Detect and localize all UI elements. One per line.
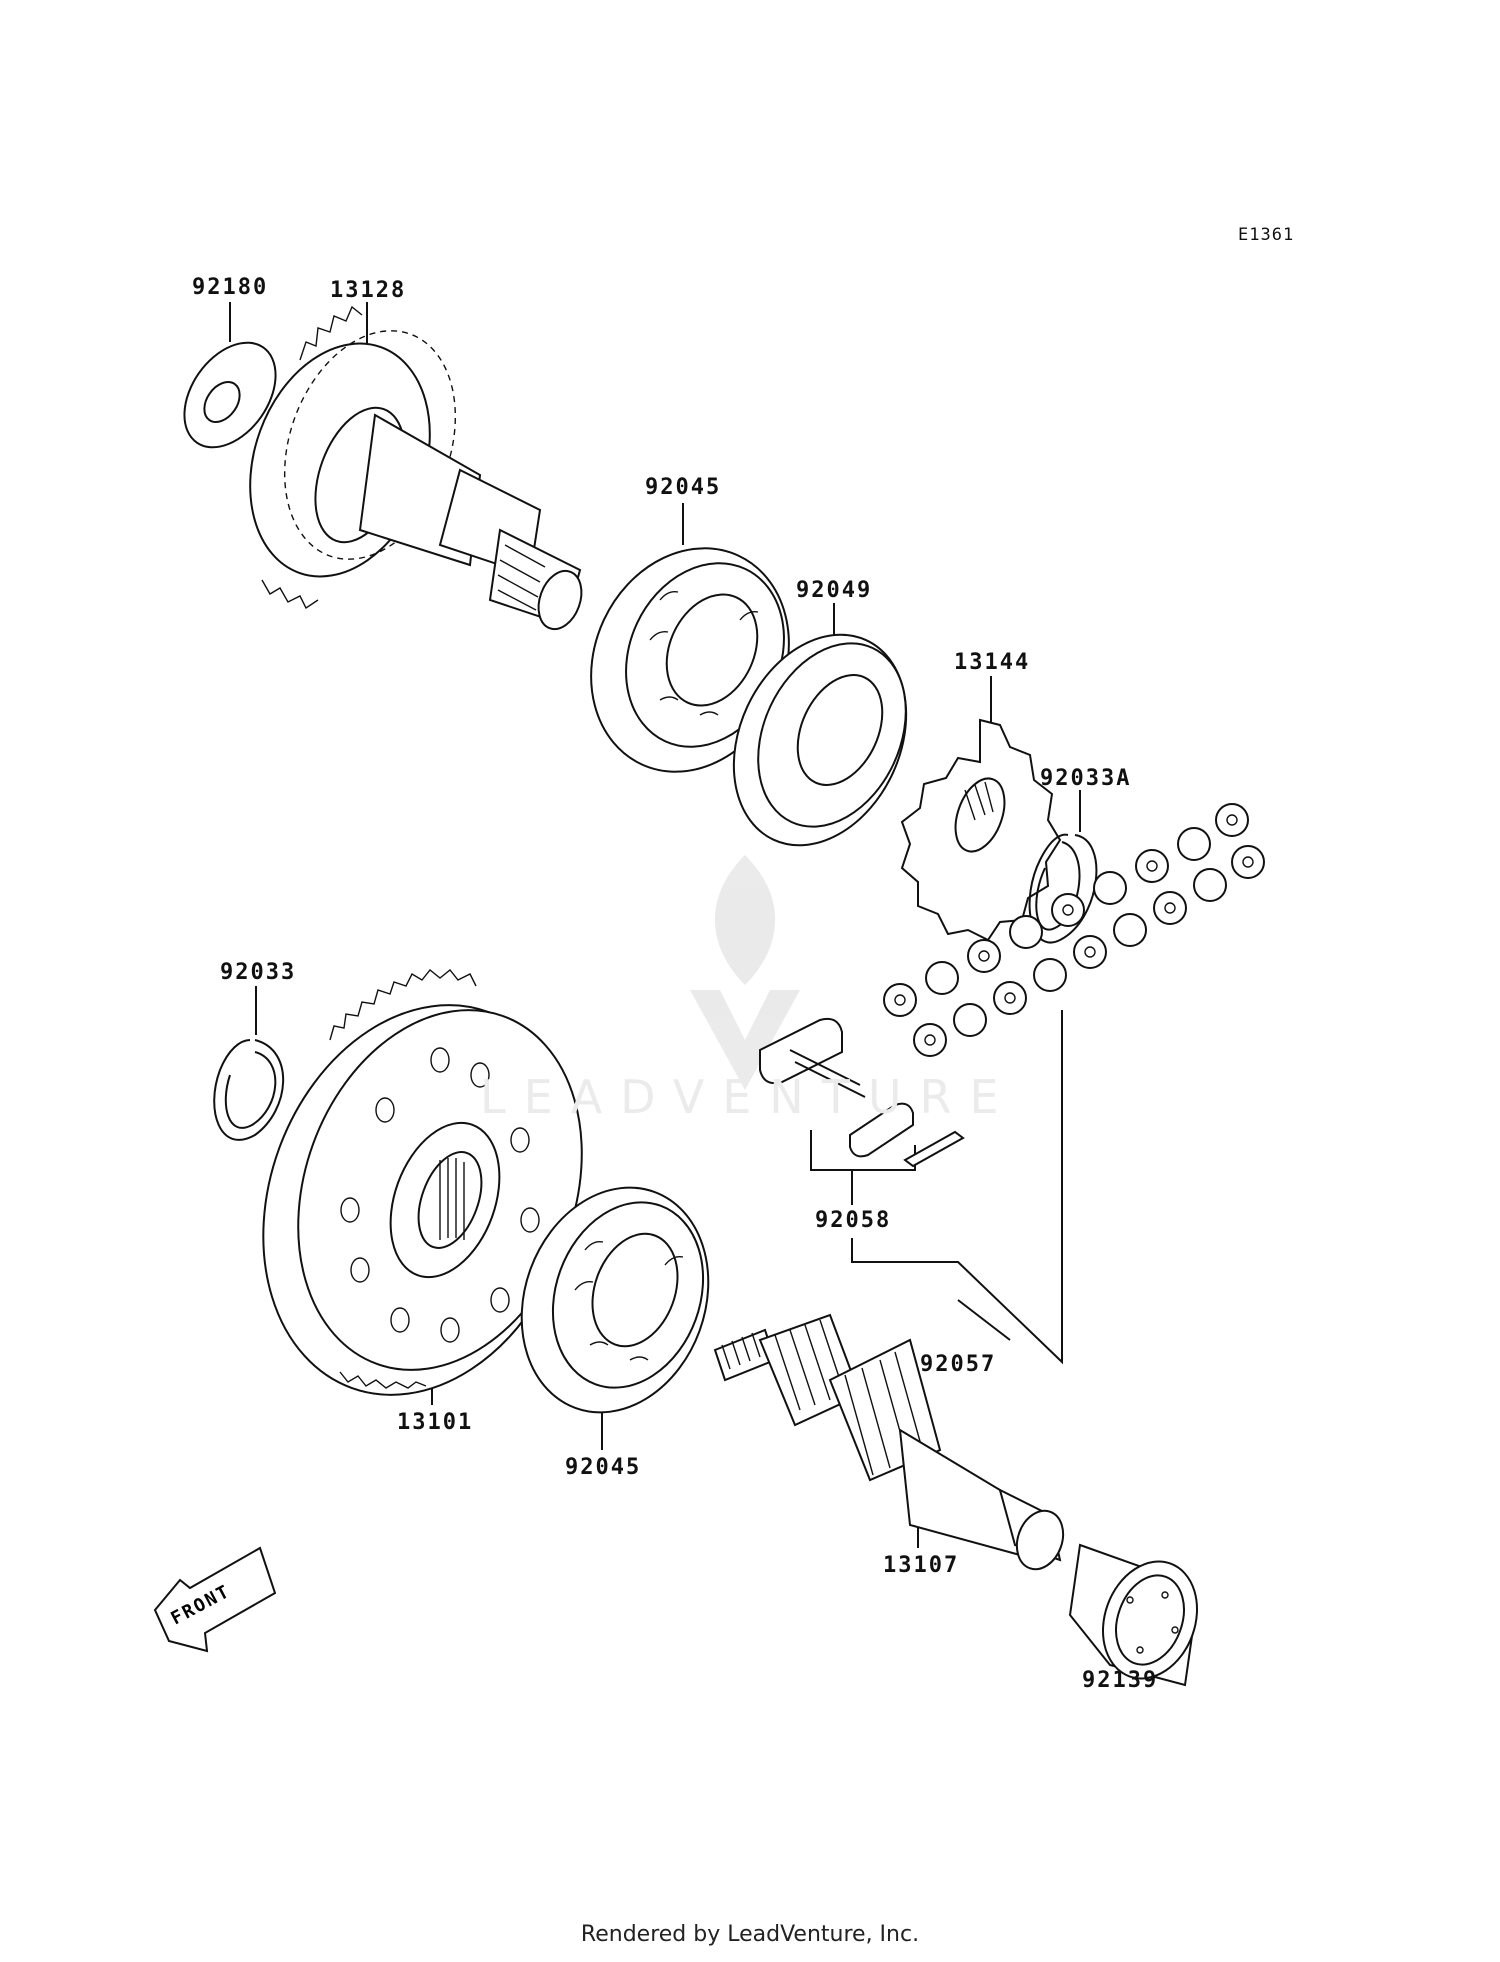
- watermark-logo: [690, 855, 800, 1090]
- gear-shaft-13128: [249, 305, 583, 631]
- part-label-92045-upper[interactable]: 92045: [645, 475, 722, 500]
- collar-92049: [732, 633, 908, 847]
- part-label-92180[interactable]: 92180: [192, 275, 269, 300]
- washer-92180: [183, 341, 277, 449]
- watermark-text: LEADVENTURE: [480, 1070, 1017, 1124]
- sprocket-13144: [900, 718, 1062, 942]
- front-direction-arrow: FRONT: [153, 1546, 277, 1653]
- part-label-13107[interactable]: 13107: [883, 1553, 960, 1578]
- part-label-92057[interactable]: 92057: [920, 1352, 997, 1377]
- joint-link-92058: [759, 1017, 965, 1168]
- bearing-92045-lower: [520, 1186, 710, 1414]
- part-label-92045-lower[interactable]: 92045: [565, 1455, 642, 1480]
- circlip-92033: [213, 1039, 285, 1141]
- footer-credit: Rendered by LeadVenture, Inc.: [580, 1922, 920, 1947]
- part-label-92058[interactable]: 92058: [815, 1208, 892, 1233]
- bearing-92045-upper: [590, 547, 790, 773]
- part-label-92139[interactable]: 92139: [1082, 1668, 1159, 1693]
- part-label-92049[interactable]: 92049: [796, 578, 873, 603]
- chain-92057: [883, 803, 1265, 1057]
- part-label-13101[interactable]: 13101: [397, 1410, 474, 1435]
- part-label-13128[interactable]: 13128: [330, 278, 407, 303]
- gear-13101: [262, 969, 583, 1396]
- shaft-13107: [713, 1313, 1065, 1571]
- part-label-92033[interactable]: 92033: [220, 960, 297, 985]
- part-label-92033A[interactable]: 92033A: [1040, 766, 1132, 791]
- diagram-reference-code: E1361: [1238, 225, 1295, 245]
- part-label-13144[interactable]: 13144: [954, 650, 1031, 675]
- needle-bearing-92139: [1068, 1543, 1199, 1687]
